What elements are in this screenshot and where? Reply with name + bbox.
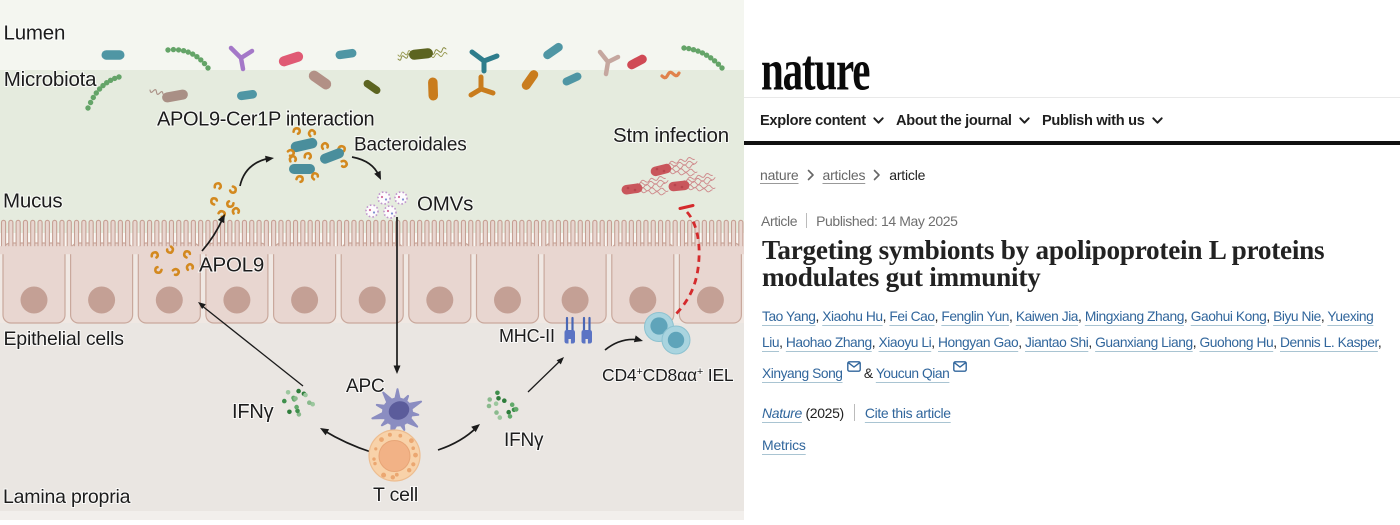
svg-text:IFNγ: IFNγ [232, 401, 274, 423]
svg-text:APOL9: APOL9 [199, 254, 264, 277]
svg-text:CD4+CD8αα+ IEL: CD4+CD8αα+ IEL [602, 365, 734, 385]
svg-text:APOL9-Cer1P interaction: APOL9-Cer1P interaction [157, 109, 374, 131]
svg-text:OMVs: OMVs [417, 193, 473, 216]
svg-text:T cell: T cell [373, 484, 418, 506]
svg-text:Stm infection: Stm infection [613, 124, 729, 147]
svg-text:Mucus: Mucus [3, 189, 62, 212]
svg-text:MHC-II: MHC-II [499, 326, 555, 346]
svg-text:Bacteroidales: Bacteroidales [354, 135, 467, 156]
svg-text:Microbiota: Microbiota [4, 68, 97, 91]
svg-text:APC: APC [346, 376, 384, 397]
svg-text:Lamina propria: Lamina propria [3, 486, 131, 508]
svg-text:IFNγ: IFNγ [504, 430, 544, 451]
svg-text:Epithelial cells: Epithelial cells [4, 328, 125, 350]
svg-text:Lumen: Lumen [4, 21, 66, 44]
